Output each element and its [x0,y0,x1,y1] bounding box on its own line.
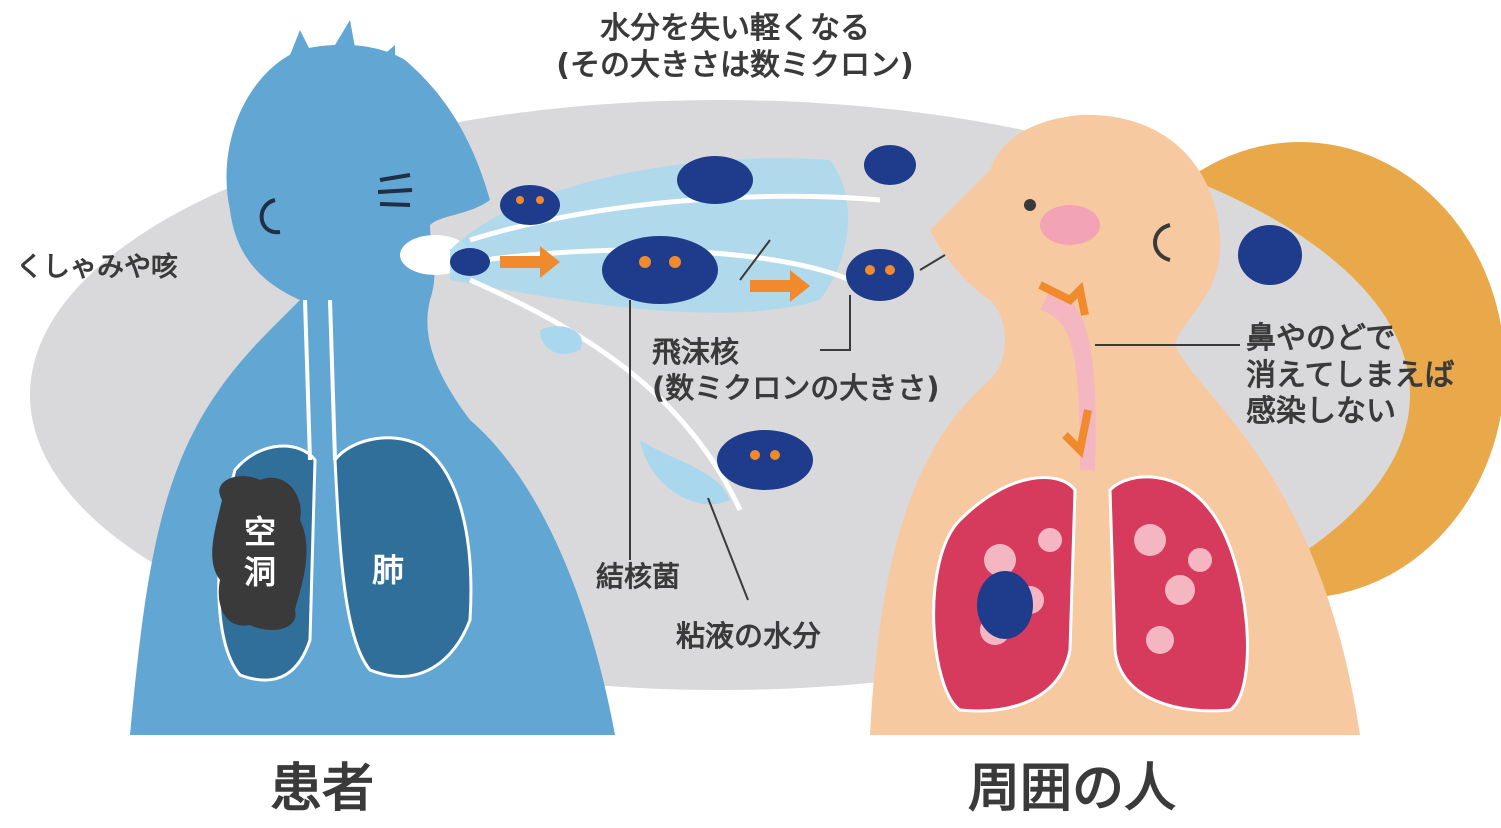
top-caption-line1: 水分を失い軽くなる [520,12,950,47]
cavity-label: 空洞 [238,512,282,592]
nose-throat-label: 鼻やのどで 消えてしまえば 感染しない [1246,322,1455,432]
top-caption-line2: (その大きさは数ミクロン) [520,49,950,84]
nose-line1: 鼻やのどで [1246,322,1455,357]
droplet-nucleus-label: 飛沫核 (数ミクロンの大きさ) [652,336,940,409]
others-caption: 周囲の人 [968,760,1176,820]
bacteria-label: 結核菌 [596,561,680,593]
droplet-nucleus-line2: (数ミクロンの大きさ) [652,372,940,405]
patient-caption: 患者 [270,760,374,820]
lung-label: 肺 [372,552,404,589]
sneeze-label: くしゃみや咳 [16,252,178,283]
nose-line2: 消えてしまえば [1246,359,1455,394]
nose-line3: 感染しない [1246,395,1455,430]
top-caption: 水分を失い軽くなる (その大きさは数ミクロン) [520,12,950,85]
droplet-nucleus-line1: 飛沫核 [652,336,940,369]
mucus-label: 粘液の水分 [676,620,821,653]
